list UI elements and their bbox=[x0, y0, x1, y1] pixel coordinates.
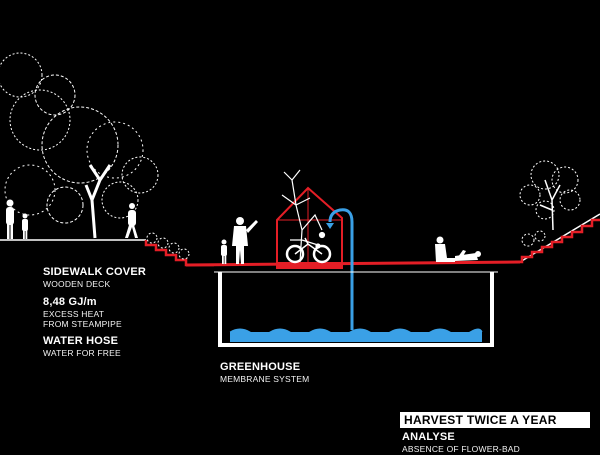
sidewalk-cover-title: SIDEWALK COVER bbox=[43, 266, 147, 278]
water-hose-icon bbox=[326, 208, 354, 330]
stairs-right bbox=[515, 218, 600, 264]
water-hose-title: WATER HOSE bbox=[43, 335, 119, 347]
harvest-banner: HARVEST TWICE A YEAR bbox=[400, 412, 590, 428]
label-excess-heat: 8,48 GJ/m EXCESS HEAT FROM STEAMPIPE bbox=[43, 296, 122, 329]
tree-icon bbox=[0, 52, 159, 239]
heat-line2: FROM STEAMPIPE bbox=[43, 318, 122, 329]
person-icon bbox=[6, 199, 14, 239]
water-tank-icon bbox=[214, 271, 498, 347]
greenhouse-title: GREENHOUSE bbox=[220, 361, 301, 373]
greenhouse-subtitle: MEMBRANE SYSTEM bbox=[220, 373, 310, 384]
bicycle-icon bbox=[285, 237, 332, 264]
label-water-hose: WATER HOSE WATER FOR FREE bbox=[43, 335, 121, 358]
tree-right-icon bbox=[519, 160, 581, 247]
person-deck-icon bbox=[232, 217, 258, 264]
person-lying-icon bbox=[455, 250, 481, 261]
person-sitting-icon bbox=[435, 236, 455, 262]
label-sidewalk-cover: SIDEWALK COVER WOODEN DECK bbox=[43, 266, 146, 289]
heat-title: 8,48 GJ/m bbox=[43, 296, 97, 308]
water-hose-subtitle: WATER FOR FREE bbox=[43, 347, 121, 358]
plant-icon bbox=[281, 169, 326, 263]
sidewalk-cover-subtitle: WOODEN DECK bbox=[43, 278, 111, 289]
ground-line-right bbox=[519, 213, 600, 263]
child-icon bbox=[22, 213, 28, 239]
child-deck-icon bbox=[221, 239, 227, 264]
analyse-title: ANALYSE bbox=[402, 431, 455, 443]
heat-line1: EXCESS HEAT bbox=[43, 308, 105, 319]
label-analyse: ANALYSE ABSENCE OF FLOWER-BAD bbox=[402, 431, 520, 454]
shrub-icon bbox=[146, 232, 190, 260]
label-greenhouse: GREENHOUSE MEMBRANE SYSTEM bbox=[220, 361, 309, 384]
analyse-subtitle: ABSENCE OF FLOWER-BAD bbox=[402, 443, 521, 454]
person-walking-icon bbox=[125, 203, 138, 238]
stairs-left bbox=[144, 240, 214, 267]
